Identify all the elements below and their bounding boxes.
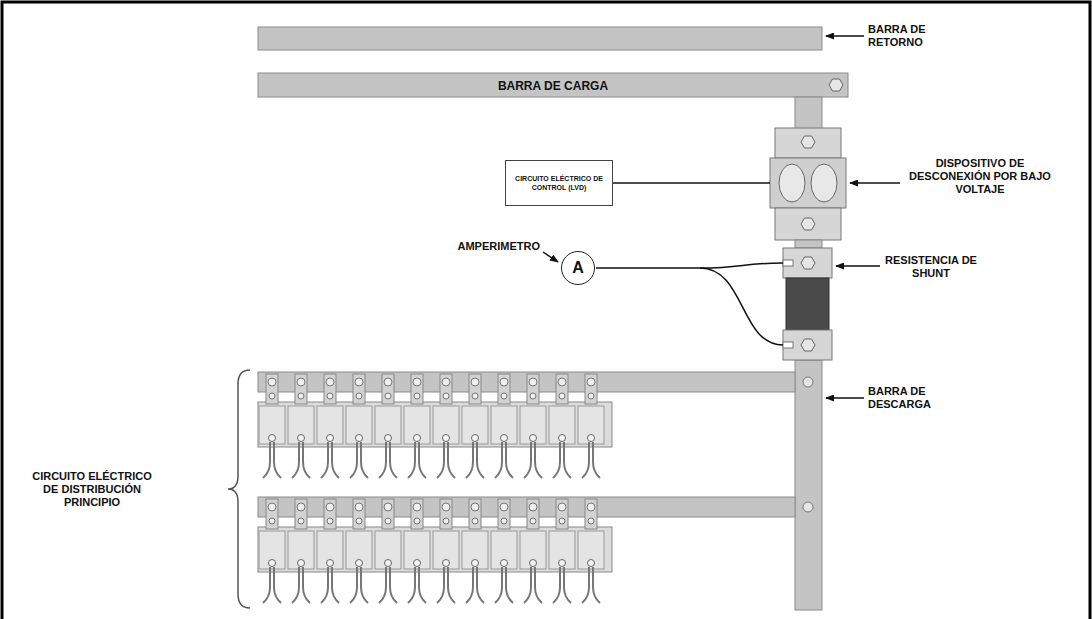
node-text: BARRA DE CARGA bbox=[498, 79, 608, 94]
lvd-device bbox=[770, 128, 846, 240]
discharge-bar bbox=[795, 360, 822, 610]
control-box: CIRCUITO ELÉCTRICO DE CONTROL (LVD) bbox=[505, 160, 613, 206]
bolt bbox=[803, 377, 813, 387]
return-bar bbox=[258, 27, 822, 50]
resistor-label: RESISTENCIA DE SHUNT bbox=[885, 254, 977, 280]
node-text: CIRCUITO ELÉCTRICO DE CONTROL (LVD) bbox=[512, 174, 606, 192]
vertical-bar bbox=[795, 97, 822, 129]
bolt bbox=[829, 79, 843, 91]
bar-label: BARRA DE DESCARGA bbox=[868, 385, 940, 411]
vertical-bar bbox=[795, 240, 822, 248]
shunt-resistor bbox=[783, 248, 832, 360]
bolt bbox=[803, 502, 813, 512]
meter-label: AMPERIMETRO bbox=[440, 240, 540, 253]
ammeter-circle: A bbox=[561, 251, 595, 285]
load-bar-label: BARRA DE CARGA bbox=[258, 73, 848, 100]
bracket bbox=[228, 370, 250, 608]
load-bar bbox=[258, 73, 848, 97]
circuit-label: CIRCUITO ELÉCTRICO DE DISTRIBUCIÓN PRINC… bbox=[28, 470, 156, 509]
ammeter-wires bbox=[596, 263, 783, 345]
node-text: A bbox=[572, 258, 584, 278]
bar-label: BARRA DE RETORNO bbox=[868, 23, 958, 49]
control-wire bbox=[613, 182, 770, 184]
device-label: DISPOSITIVO DE DESCONEXIÓN POR BAJO VOLT… bbox=[905, 157, 1055, 196]
breaker-rows bbox=[258, 374, 612, 603]
